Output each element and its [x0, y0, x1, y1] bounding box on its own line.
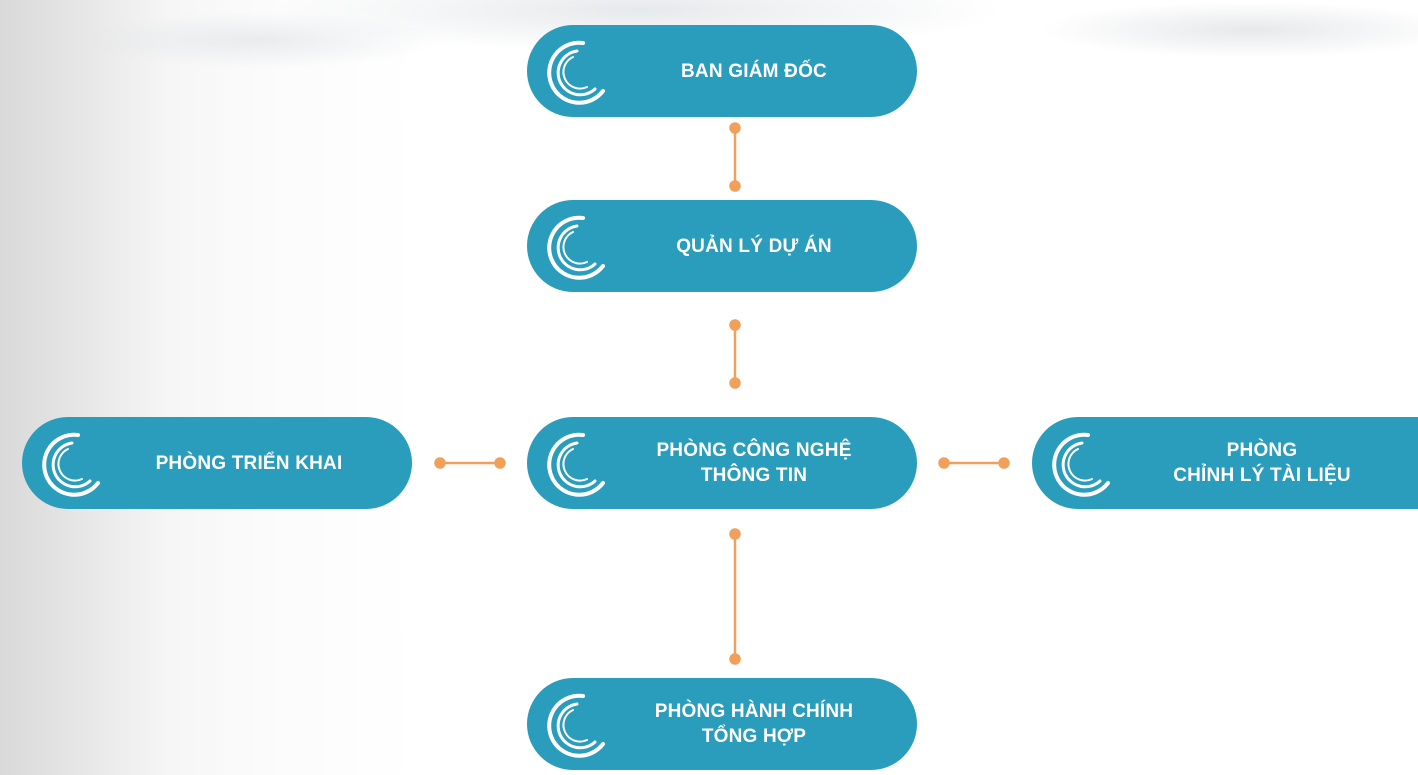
- node-label-line: QUẢN LÝ DỰ ÁN: [676, 235, 832, 257]
- swirl-icon: [547, 215, 605, 280]
- node-label-line: BAN GIÁM ĐỐC: [681, 60, 827, 82]
- swirl-icon: [547, 693, 605, 758]
- node-label-line: PHÒNG HÀNH CHÍNH: [654, 701, 854, 722]
- node-label: PHÒNG TRIỂN KHAI: [108, 417, 390, 509]
- node-label-line: PHÒNG CÔNG NGHỆ: [656, 440, 852, 461]
- node-quan-ly-du-an: QUẢN LÝ DỰ ÁN: [527, 200, 917, 292]
- node-label: BAN GIÁM ĐỐC: [613, 25, 895, 117]
- node-phong-hanh-chinh-tong-hop: PHÒNG HÀNH CHÍNH TỔNG HỢP: [527, 678, 917, 770]
- swirl-icon: [42, 432, 100, 497]
- node-label: PHÒNG HÀNH CHÍNH TỔNG HỢP: [613, 678, 895, 770]
- node-label-line: CHỈNH LÝ TÀI LIỆU: [1173, 465, 1351, 486]
- node-label-line: PHÒNG: [1226, 440, 1298, 461]
- node-label-line: TỔNG HỢP: [701, 726, 807, 747]
- swirl-icon: [547, 432, 605, 497]
- node-phong-chinh-ly-tai-lieu: PHÒNG CHỈNH LÝ TÀI LIỆU: [1032, 417, 1418, 509]
- node-label: PHÒNG CÔNG NGHỆ THÔNG TIN: [613, 417, 895, 509]
- swirl-icon: [547, 40, 605, 105]
- node-ban-giam-doc: BAN GIÁM ĐỐC: [527, 25, 917, 117]
- node-label-line: PHÒNG TRIỂN KHAI: [155, 452, 343, 474]
- node-phong-cong-nghe-thong-tin: PHÒNG CÔNG NGHỆ THÔNG TIN: [527, 417, 917, 509]
- node-label-line: THÔNG TIN: [700, 465, 808, 486]
- swirl-icon: [1052, 432, 1110, 497]
- node-label: QUẢN LÝ DỰ ÁN: [613, 200, 895, 292]
- node-label: PHÒNG CHỈNH LÝ TÀI LIỆU: [1118, 417, 1406, 509]
- node-phong-trien-khai: PHÒNG TRIỂN KHAI: [22, 417, 412, 509]
